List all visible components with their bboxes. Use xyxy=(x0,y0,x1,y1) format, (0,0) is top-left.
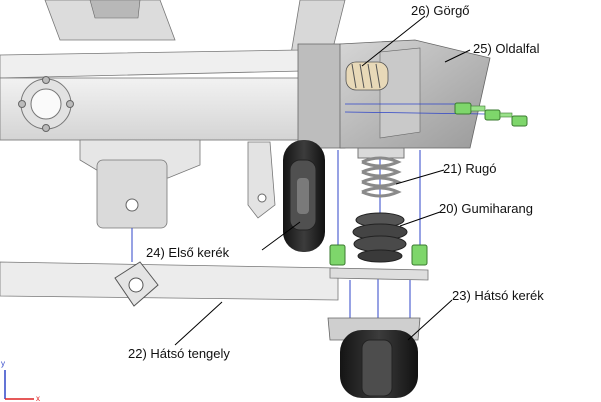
main-frame-beam xyxy=(0,43,346,141)
triad-x-label: x xyxy=(36,394,40,402)
triad-y-label: y xyxy=(1,359,5,368)
leader-lines xyxy=(174,15,471,346)
green-nuts xyxy=(329,244,428,266)
label-oldalfal: 25) Oldalfal xyxy=(473,41,540,56)
label-elso-kerek: 24) Első kerék xyxy=(146,245,230,260)
side-wall-part xyxy=(297,39,491,149)
label-gumiharang: 20) Gumiharang xyxy=(439,201,533,216)
axis-triad: y x xyxy=(1,359,40,402)
label-hatso-tengely: 22) Hátsó tengely xyxy=(128,346,230,361)
center-hanger xyxy=(79,139,276,229)
rear-wheel-part xyxy=(327,317,421,398)
roller-part xyxy=(345,61,389,91)
wall-bolts xyxy=(344,102,528,127)
rubber-bellows-part xyxy=(352,212,408,263)
front-wheel-part xyxy=(283,140,325,252)
label-gorgo: 26) Görgő xyxy=(411,3,470,18)
spring-part xyxy=(357,147,405,198)
label-rugo: 21) Rugó xyxy=(443,161,496,176)
label-hatso-kerek: 23) Hátsó kerék xyxy=(452,288,544,303)
rear-axle-part xyxy=(0,261,429,307)
